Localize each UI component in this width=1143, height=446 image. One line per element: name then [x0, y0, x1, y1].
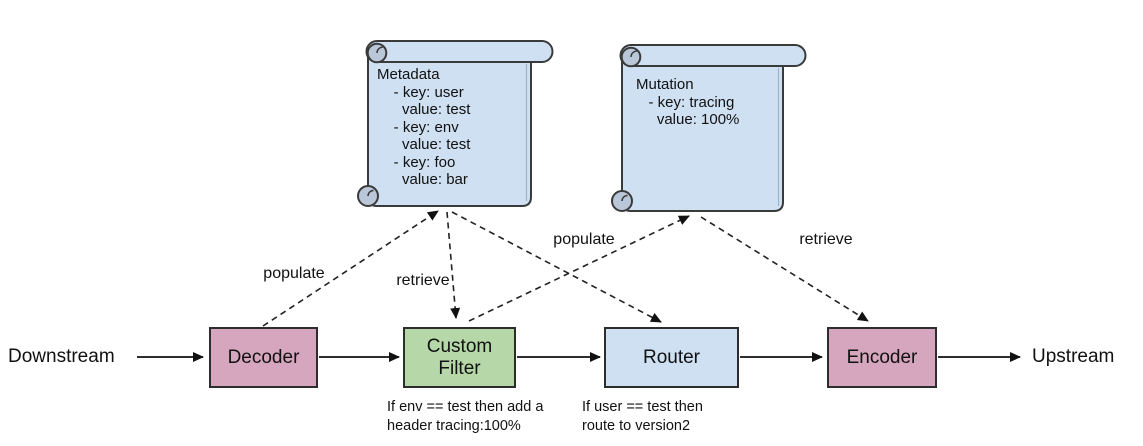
retrieve-mutation-label: retrieve [799, 231, 853, 248]
edge-metadata-retrieve-custom-filter [446, 211, 461, 319]
downstream-label: Downstream [8, 346, 115, 367]
populate-metadata-label: populate [263, 265, 325, 282]
upstream-label: Upstream [1032, 346, 1115, 367]
metadata-scroll-text: Metadata - key: user value: test - key: … [377, 66, 471, 188]
node-router: Router [604, 327, 739, 388]
populate-mutation-label: populate [553, 231, 615, 248]
scroll-spiral-line [630, 50, 638, 58]
scroll-spiral-line [376, 46, 384, 54]
custom-filter-caption: If env == test then add a header tracing… [387, 399, 544, 434]
node-decoder: Decoder [209, 327, 318, 388]
edge-custom-filter-populate-mutation [468, 215, 690, 322]
scroll-top-roll [619, 44, 807, 67]
mutation-scroll-shape [611, 44, 807, 212]
scroll-bottom-curl-line [367, 189, 374, 197]
edge-metadata-to-router [451, 211, 662, 323]
edge-mutation-retrieve-encoder [700, 216, 869, 322]
node-encoder: Encoder [827, 327, 937, 388]
metadata-scroll-shape [357, 40, 554, 207]
retrieve-metadata-label: retrieve [396, 272, 450, 289]
scroll-bottom-curl-line [621, 194, 628, 202]
dashed-edges [262, 210, 869, 327]
edge-decoder-populate-metadata [262, 210, 439, 327]
mutation-scroll-text: Mutation - key: tracing value: 100% [636, 76, 740, 128]
router-caption: If user == test then route to version2 [582, 399, 703, 434]
node-custom-filter: Custom Filter [403, 327, 516, 388]
scroll-top-roll [365, 40, 554, 63]
